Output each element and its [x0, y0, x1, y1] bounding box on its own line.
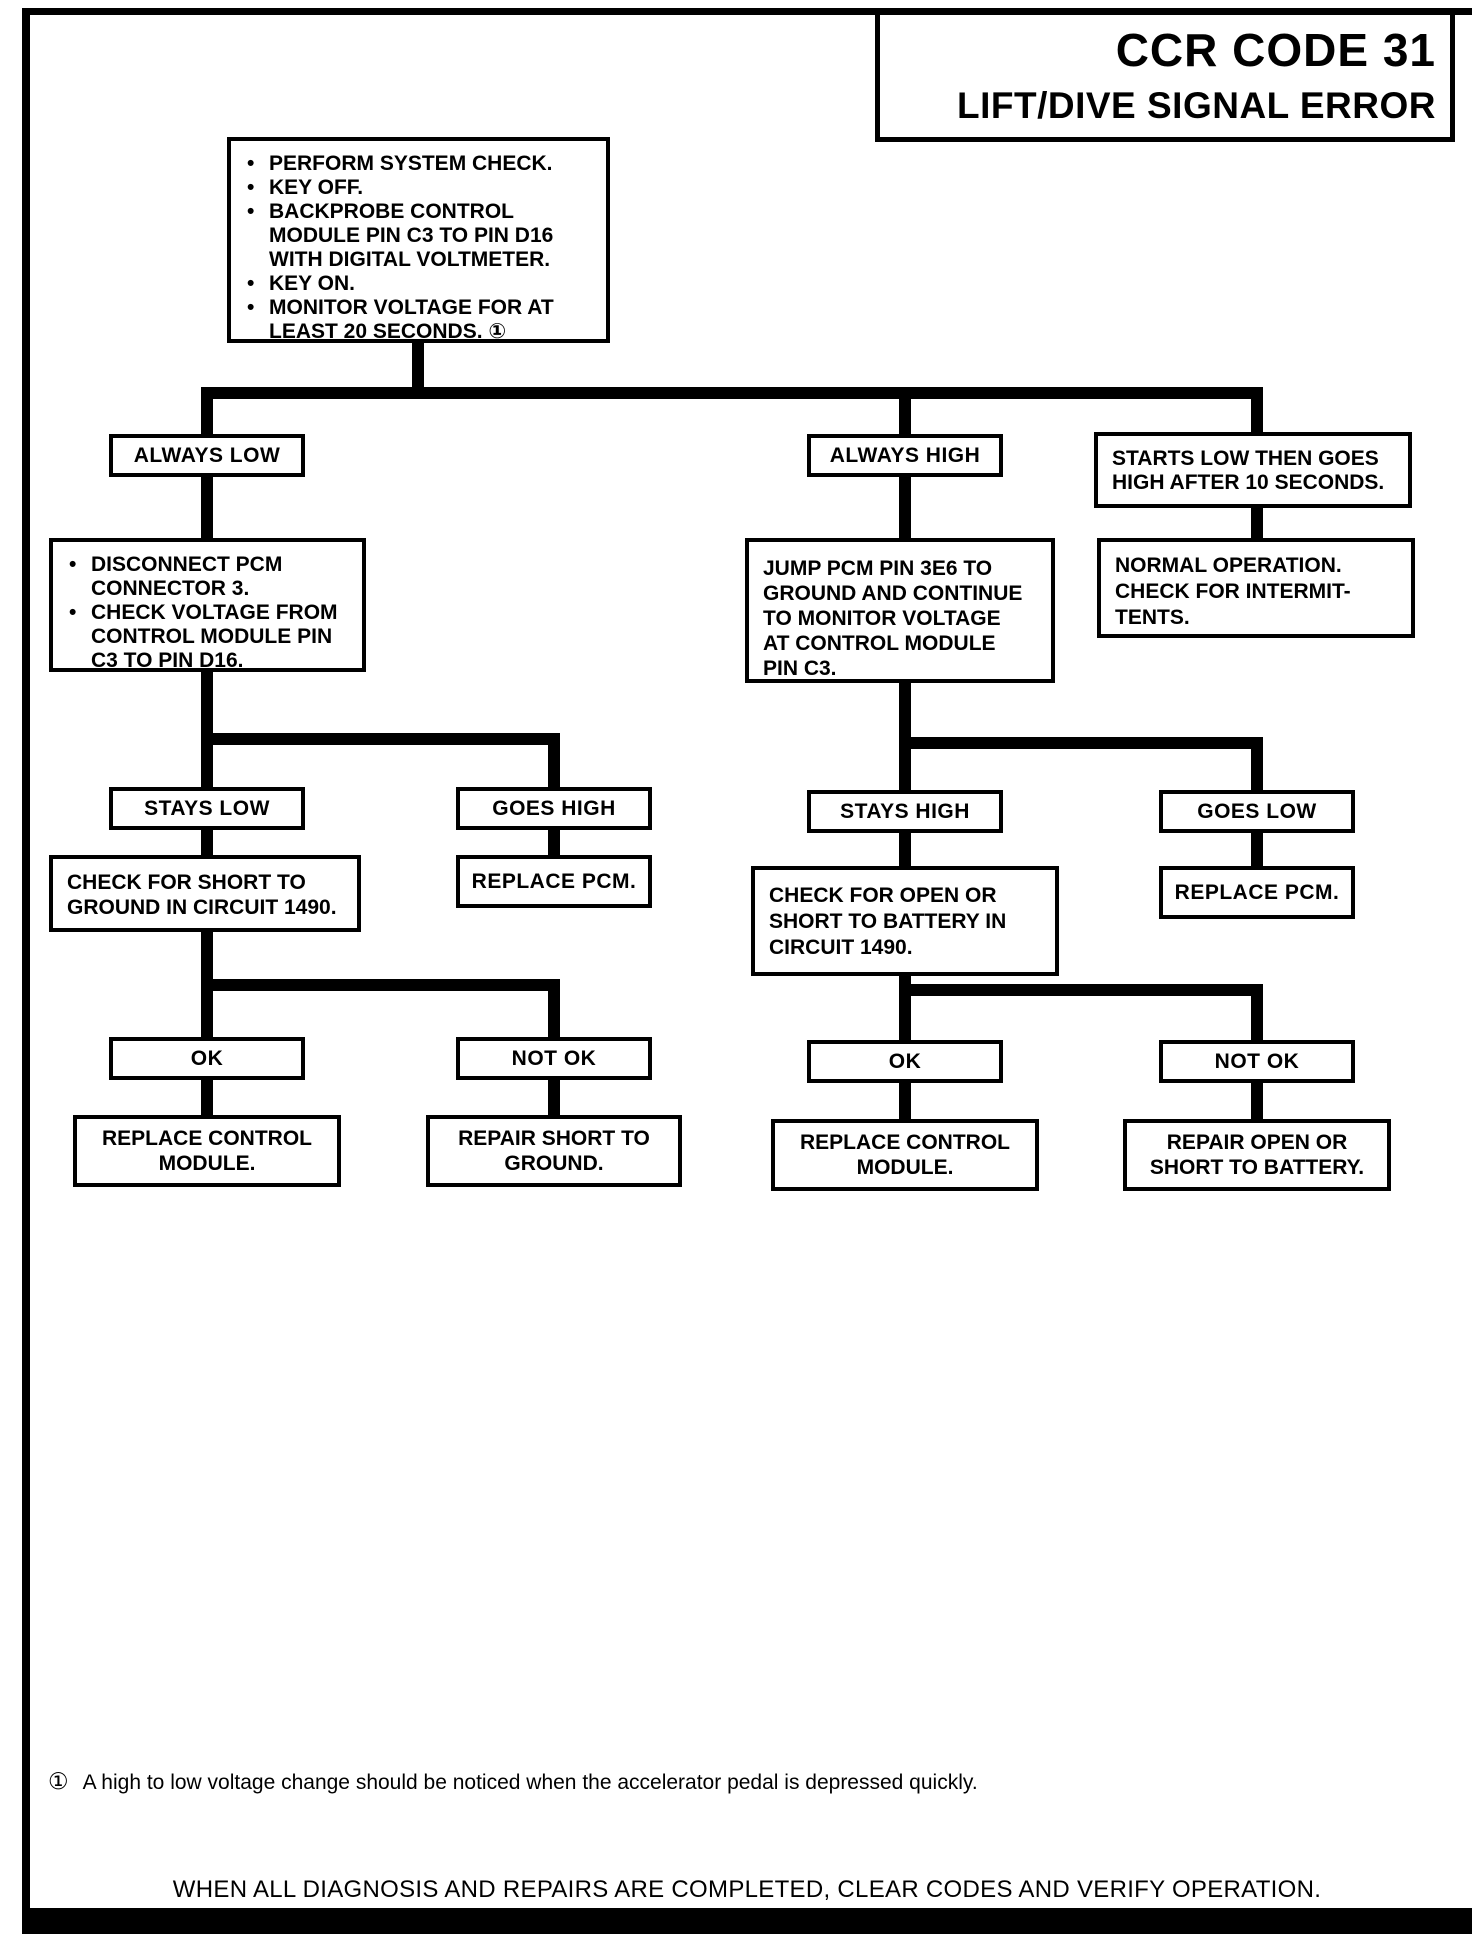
flow-line: NORMAL OPERATION.	[1115, 554, 1342, 577]
connector-drop-notok-right	[1251, 984, 1263, 1040]
flow-line: TO MONITOR VOLTAGE	[763, 607, 1001, 630]
connector-drop-goeslow	[1251, 737, 1263, 790]
box-repair-open-or-short: REPAIR OPEN OR SHORT TO BATTERY.	[1123, 1119, 1391, 1191]
flow-line: PERFORM SYSTEM CHECK.	[245, 152, 598, 176]
flow-line: STARTS LOW THEN GOES	[1112, 447, 1379, 470]
label-not-ok-left: NOT OK	[456, 1037, 652, 1080]
page-subtitle: LIFT/DIVE SIGNAL ERROR	[956, 85, 1436, 126]
flow-line: CHECK FOR INTERMIT-	[1115, 580, 1351, 603]
connector-mid-split1-bar	[899, 737, 1263, 749]
flow-line: CIRCUIT 1490.	[769, 936, 913, 959]
box-disconnect-pcm: DISCONNECT PCM CONNECTOR 3. CHECK VOLTAG…	[49, 538, 366, 672]
flow-line: PIN C3.	[763, 657, 837, 680]
flow-line: CONTROL MODULE PIN	[91, 625, 333, 648]
flow-line: DISCONNECT PCM	[67, 553, 354, 577]
connector-alwayslow-disconnect	[201, 477, 213, 538]
page-border-top	[22, 8, 1472, 15]
flow-line: GROUND AND CONTINUE	[763, 582, 1023, 605]
label-always-low: ALWAYS LOW	[109, 434, 305, 477]
box-check-short-to-ground: CHECK FOR SHORT TO GROUND IN CIRCUIT 149…	[49, 855, 361, 932]
connector-start-stem	[412, 343, 424, 393]
flow-line: CHECK FOR SHORT TO	[67, 871, 306, 894]
flow-line: REPLACE CONTROL	[102, 1127, 312, 1150]
label-ok-left: OK	[109, 1037, 305, 1080]
label-not-ok-right: NOT OK	[1159, 1040, 1355, 1083]
page-bottom-bar	[22, 1908, 1472, 1934]
flow-line: SHORT TO BATTERY.	[1149, 1156, 1365, 1179]
label-starts-low-then-high: STARTS LOW THEN GOES HIGH AFTER 10 SECON…	[1094, 432, 1412, 508]
flow-line: LEAST 20 SECONDS. ①	[269, 320, 507, 343]
flow-line: REPAIR SHORT TO	[458, 1127, 650, 1150]
connector-left-split1-bar	[201, 733, 560, 745]
page-border-left	[22, 8, 30, 1934]
connector-drop-always-high	[899, 387, 911, 434]
flow-line: REPAIR OPEN OR	[1166, 1131, 1348, 1154]
label-goes-low: GOES LOW	[1159, 790, 1355, 833]
connector-right-split2-bar	[899, 984, 1263, 996]
connector-okright-replacecm	[899, 1083, 911, 1119]
flow-line: WITH DIGITAL VOLTMETER.	[269, 248, 551, 271]
connector-drop-goeshigh	[548, 733, 560, 787]
flow-line: AT CONTROL MODULE	[763, 632, 996, 655]
connector-left-split2-bar	[201, 979, 560, 991]
flow-line: CHECK FOR OPEN OR	[769, 884, 997, 907]
connector-drop-starts-low	[1251, 387, 1263, 432]
title-box: CCR CODE 31 LIFT/DIVE SIGNAL ERROR	[875, 10, 1455, 142]
flow-line: REPLACE CONTROL	[800, 1131, 1010, 1154]
box-repair-short-to-ground: REPAIR SHORT TO GROUND.	[426, 1115, 682, 1187]
label-stays-low: STAYS LOW	[109, 787, 305, 830]
box-replace-control-module-left: REPLACE CONTROL MODULE.	[73, 1115, 341, 1187]
flow-line: JUMP PCM PIN 3E6 TO	[763, 557, 993, 580]
footer-note: WHEN ALL DIAGNOSIS AND REPAIRS ARE COMPL…	[172, 1876, 1322, 1903]
connector-alwayshigh-jump	[899, 477, 911, 538]
connector-startslow-normal	[1251, 508, 1263, 538]
connector-disconnect-stayslow	[201, 672, 213, 787]
flow-line: BACKPROBE CONTROL	[245, 200, 598, 224]
connector-goeshigh-replacepcm	[548, 830, 560, 855]
flow-start-box: PERFORM SYSTEM CHECK. KEY OFF. BACKPROBE…	[227, 137, 610, 343]
box-replace-pcm-left: REPLACE PCM.	[456, 855, 652, 908]
connector-okleft-replacecm	[201, 1080, 213, 1115]
connector-stayshigh-checkopen	[899, 833, 911, 866]
connector-drop-always-low	[201, 387, 213, 434]
flow-line: GROUND IN CIRCUIT 1490.	[67, 896, 337, 919]
label-stays-high: STAYS HIGH	[807, 790, 1003, 833]
box-check-open-or-short: CHECK FOR OPEN OR SHORT TO BATTERY IN CI…	[751, 866, 1059, 976]
flow-line: HIGH AFTER 10 SECONDS.	[1112, 471, 1385, 494]
footnote: ① A high to low voltage change should be …	[48, 1768, 978, 1795]
flow-line: KEY OFF.	[245, 176, 598, 200]
footnote-text: A high to low voltage change should be n…	[82, 1771, 978, 1794]
page-title: CCR CODE 31	[1115, 24, 1436, 76]
connector-jump-stayshigh	[899, 683, 911, 790]
connector-drop-notok-left	[548, 979, 560, 1037]
box-normal-operation: NORMAL OPERATION. CHECK FOR INTERMIT- TE…	[1097, 538, 1415, 638]
flow-line: CONNECTOR 3.	[91, 577, 250, 600]
flow-line: GROUND.	[504, 1152, 604, 1175]
connector-notokleft-repairshort	[548, 1080, 560, 1115]
flow-line: MODULE.	[856, 1156, 954, 1179]
connector-notokright-repairopen	[1251, 1083, 1263, 1119]
connector-trunk	[201, 387, 1263, 399]
flow-line: C3 TO PIN D16.	[91, 649, 244, 672]
label-always-high: ALWAYS HIGH	[807, 434, 1003, 477]
flow-line: TENTS.	[1115, 606, 1190, 629]
flow-line: CHECK VOLTAGE FROM	[67, 601, 354, 625]
connector-goeslow-replacepcm	[1251, 833, 1263, 866]
flow-line: SHORT TO BATTERY IN	[769, 910, 1007, 933]
flow-line: MODULE.	[158, 1152, 256, 1175]
flow-line: MODULE PIN C3 TO PIN D16	[269, 224, 554, 247]
label-ok-right: OK	[807, 1040, 1003, 1083]
box-replace-control-module-right: REPLACE CONTROL MODULE.	[771, 1119, 1039, 1191]
box-replace-pcm-right: REPLACE PCM.	[1159, 866, 1355, 919]
label-goes-high: GOES HIGH	[456, 787, 652, 830]
flow-line: MONITOR VOLTAGE FOR AT	[245, 296, 598, 320]
connector-stayslow-checkshort	[201, 830, 213, 855]
flow-line: KEY ON.	[245, 272, 598, 296]
box-jump-pcm: JUMP PCM PIN 3E6 TO GROUND AND CONTINUE …	[745, 538, 1055, 683]
circled-1-icon: ①	[48, 1768, 69, 1794]
